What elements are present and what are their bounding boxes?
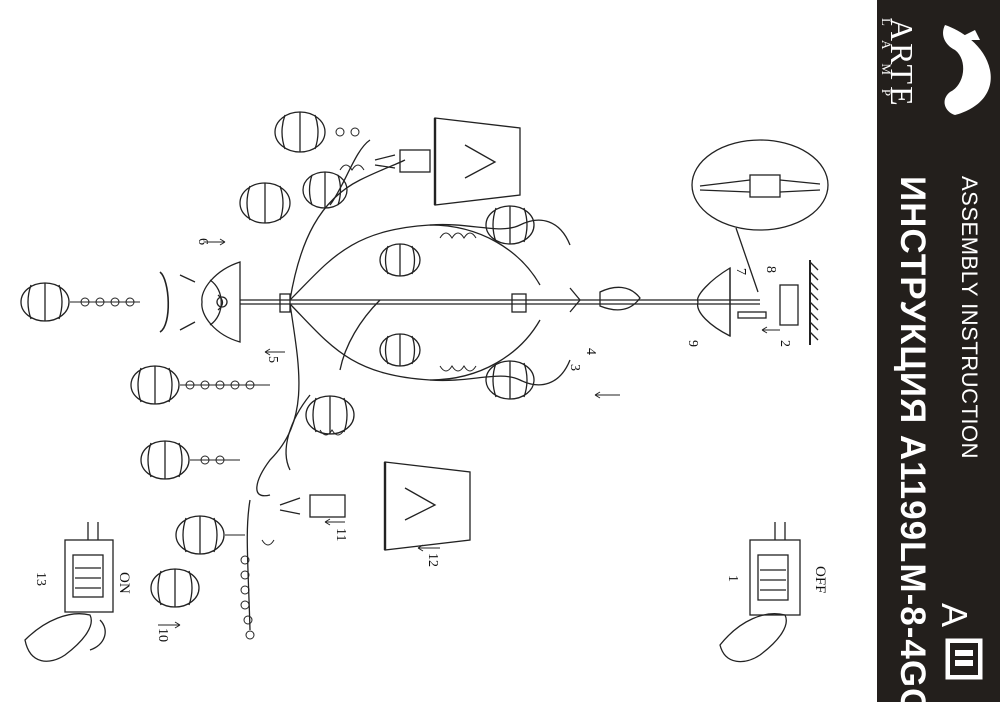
wiring-callout [691,139,829,293]
step-label-8: 8 [763,266,778,273]
header-band [877,0,1000,702]
step-label-10: 10 [155,628,170,642]
switch-on [24,522,114,662]
step-label-2: 2 [777,340,792,347]
globe [130,365,180,405]
step-label-5: 5 [265,356,280,363]
brand-sub-text: LAMP [879,18,894,111]
step-label-12: 12 [425,553,440,567]
globe [140,440,190,480]
step-label-3: 3 [567,364,582,371]
step-label-1: 1 [725,575,740,582]
page-title: ИНСТРУКЦИЯ A1199LM-8-4GO [893,176,932,702]
shade-top [374,117,521,206]
shade-bottom [279,461,471,551]
switch-on-label: ON [116,572,132,594]
bowl [159,261,241,343]
globe [175,515,225,555]
globes [20,111,535,608]
arms [246,139,571,631]
badge-letter: A [934,603,975,628]
globe [239,182,291,224]
step-label-9: 9 [685,340,700,347]
central-rod [240,293,760,313]
globe [305,395,355,435]
step-label-7: 7 [733,268,748,275]
globe [274,111,326,153]
step-label-13: 13 [33,572,48,586]
globe [379,243,421,277]
globe [302,171,348,209]
globe [485,360,535,400]
globe [20,282,70,322]
globe [150,568,200,608]
bead-chains [70,127,360,640]
leaves [261,164,477,546]
globe [485,205,535,245]
arrows [158,238,780,629]
globe [379,333,421,367]
step-label-6: 6 [195,238,210,245]
page-subtitle: ASSEMBLY INSTRUCTION [957,176,982,460]
step-label-4: 4 [583,348,598,355]
switch-off-label: OFF [812,566,828,594]
step-label-11: 11 [333,528,348,542]
switch-off [719,522,801,663]
ceiling-canopy [569,260,819,345]
